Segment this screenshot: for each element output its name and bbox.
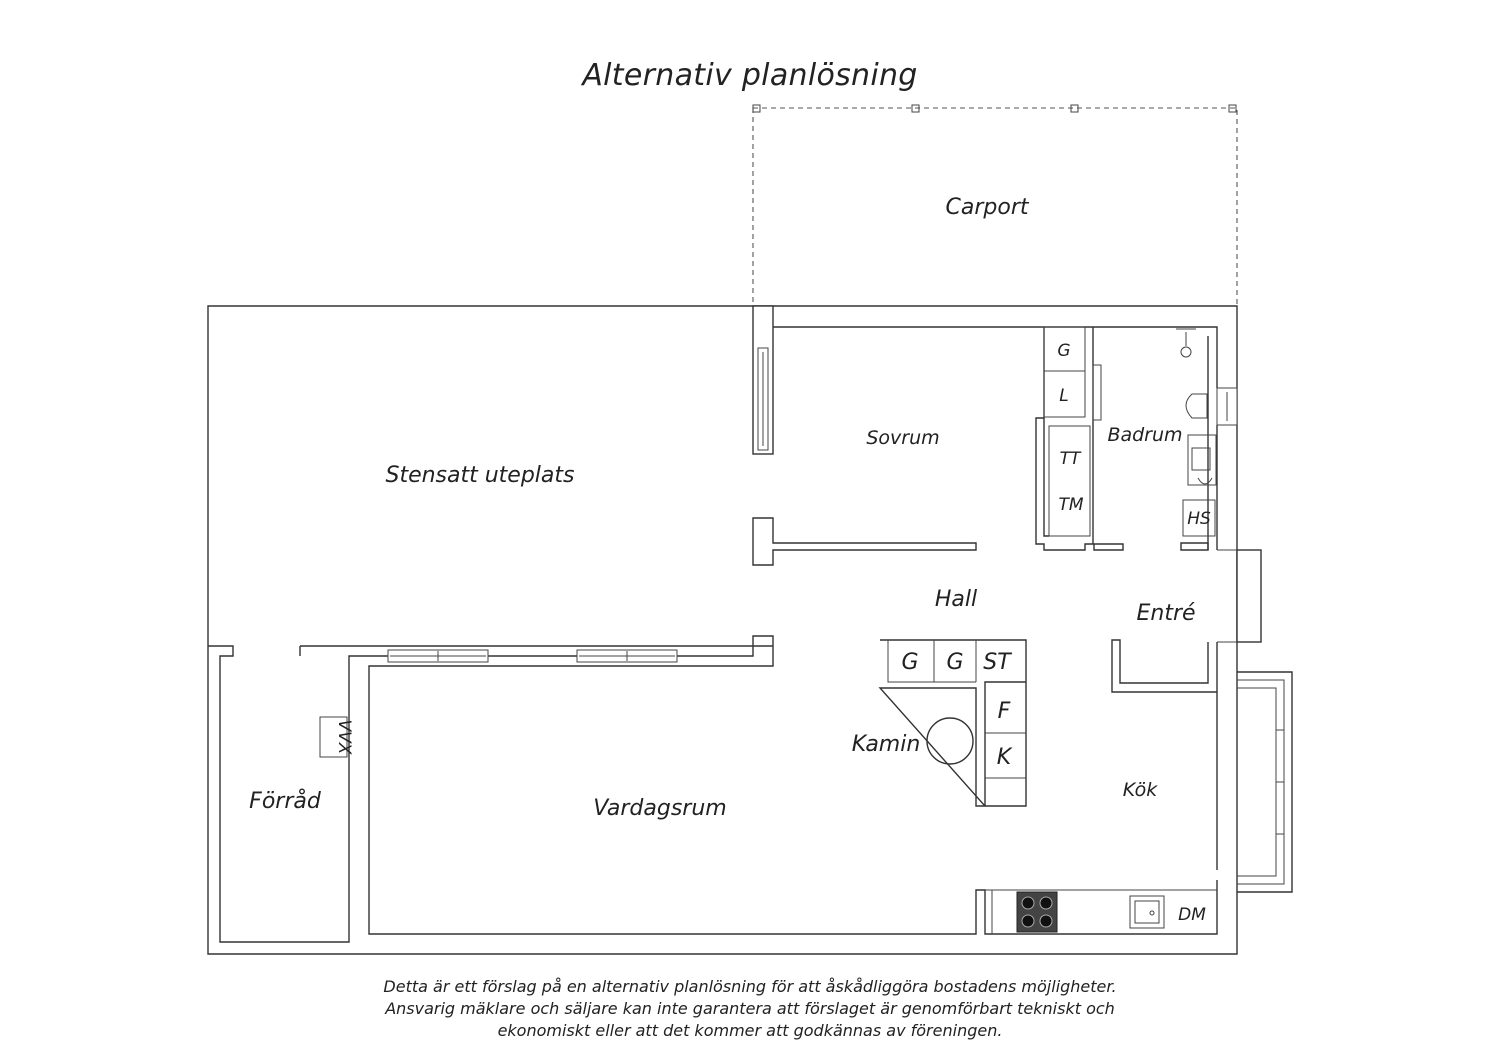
sink-icon [1129, 895, 1165, 929]
label-kok: Kök [1123, 779, 1158, 801]
vvx-unit [319, 716, 348, 758]
label-fixture-l: L [1059, 386, 1068, 406]
vardagsrum-windows [387, 649, 678, 663]
label-closet-st: ST [983, 650, 1012, 675]
disclaimer-line-3: ekonomiskt eller att det kommer att godk… [497, 1021, 1003, 1040]
kitchen-bay-window [1237, 671, 1293, 893]
disclaimer-line-1: Detta är ett förslag på en alternativ pl… [383, 977, 1117, 996]
label-closet-f: F [998, 699, 1011, 724]
label-fixture-g: G [1057, 341, 1070, 361]
entrance-door [1217, 549, 1262, 643]
closet-block [1035, 326, 1124, 551]
disclaimer: Detta är ett förslag på en alternativ pl… [300, 976, 1200, 1042]
hall-closets [878, 639, 1027, 807]
label-badrum: Badrum [1107, 424, 1182, 446]
label-fixture-tt: TT [1060, 449, 1082, 469]
forrad-wall [299, 645, 773, 656]
label-uteplats: Stensatt uteplats [385, 463, 574, 488]
disclaimer-line-2: Ansvarig mäklare och säljare kan inte ga… [385, 999, 1115, 1018]
label-closet-g2: G [946, 650, 963, 675]
label-fixture-tm: TM [1058, 495, 1083, 515]
label-hall: Hall [935, 587, 977, 612]
hall-wall [752, 517, 977, 566]
plot-outline [207, 305, 1238, 955]
shower-icon [1180, 346, 1192, 358]
stove-icon [1016, 891, 1058, 933]
label-kamin: Kamin [852, 732, 921, 757]
bathroom-fixtures [1176, 328, 1238, 551]
kamin-icon [926, 717, 974, 765]
toilet-icon [1185, 393, 1208, 419]
label-dishwasher: DM [1178, 905, 1206, 925]
label-entre: Entré [1136, 601, 1195, 626]
sovrum-window [752, 305, 774, 455]
label-vardagsrum: Vardagsrum [593, 796, 726, 821]
building-inner-wall [208, 326, 1218, 943]
label-sovrum: Sovrum [866, 427, 939, 449]
label-closet-g1: G [901, 650, 918, 675]
label-closet-k: K [997, 745, 1013, 770]
label-vvx: VVX [334, 720, 354, 755]
label-fixture-hs: HS [1187, 509, 1211, 529]
label-carport: Carport [946, 195, 1030, 220]
page-title: Alternativ planlösning [582, 58, 918, 93]
label-forrad: Förråd [249, 788, 322, 814]
kitchen-counter [985, 889, 1217, 934]
carport-outline [752, 104, 1238, 307]
